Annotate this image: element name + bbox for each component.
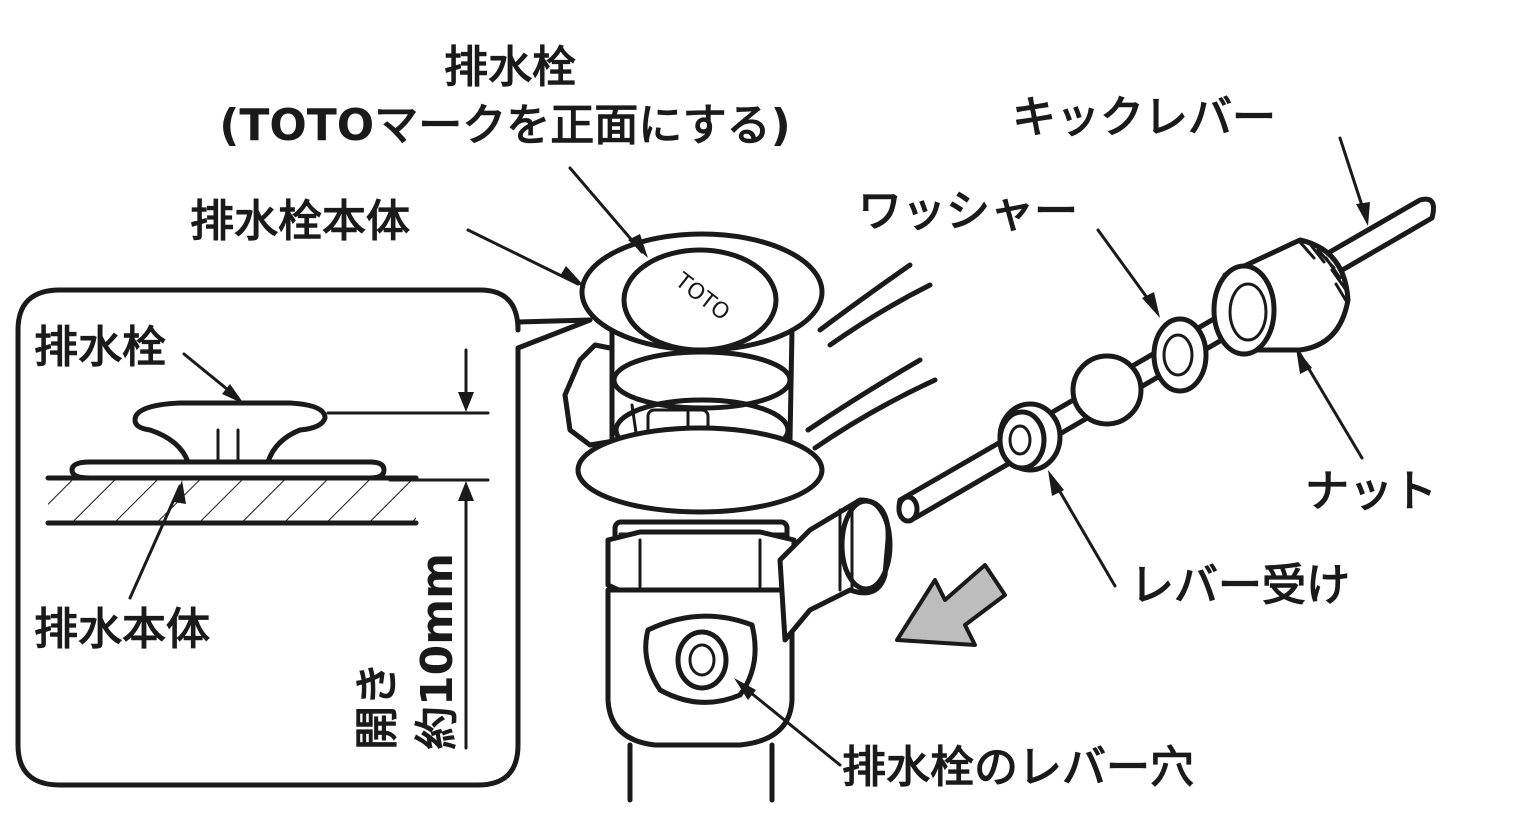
label-inset-stopper: 排水栓 xyxy=(34,322,166,373)
label-stopper-top-note: (TOTOマークを正面にする) xyxy=(219,100,791,151)
lever-hole-ring xyxy=(675,629,729,691)
inset-stopper-cap xyxy=(132,400,328,465)
label-inset-opening-line2: 約10mm xyxy=(412,553,463,750)
lever-receiver-part xyxy=(997,401,1063,473)
label-washer: ワッシャー xyxy=(858,186,1078,237)
label-stopper-top: 排水栓 xyxy=(444,42,576,93)
knurled-nut-part xyxy=(1211,237,1351,357)
inset-drain-body-flange xyxy=(69,459,387,481)
label-nut: ナット xyxy=(1305,466,1437,517)
label-inset-drain-body: 排水本体 xyxy=(34,604,210,655)
label-inset-opening-line1: 開き xyxy=(352,662,403,750)
label-stopper-lever-hole: 排水栓のレバー穴 xyxy=(842,742,1194,793)
overflow-hose xyxy=(805,262,938,451)
inset-counter-section xyxy=(48,478,416,523)
drain-lower-flange xyxy=(575,425,825,515)
label-lever-receiver: レバー受け xyxy=(1130,560,1350,611)
washer-part xyxy=(1151,316,1209,394)
label-kick-lever: キックレバー xyxy=(1012,92,1276,143)
insertion-arrow xyxy=(895,563,1007,647)
lever-ball xyxy=(1070,353,1144,427)
stopper-cap xyxy=(621,247,779,353)
drain-side-port xyxy=(777,497,891,643)
label-stopper-body: 排水栓本体 xyxy=(190,196,410,247)
